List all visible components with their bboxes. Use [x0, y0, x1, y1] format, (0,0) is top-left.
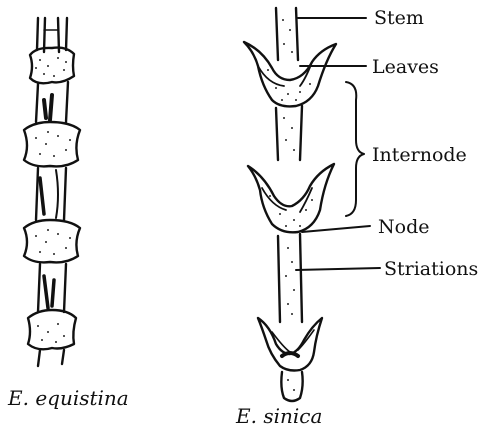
left-node-4 [28, 310, 76, 349]
caption-right: E. sinica [236, 406, 322, 426]
right-basal-sheath [258, 318, 322, 371]
label-internode: Internode [372, 146, 467, 165]
right-leaf-sheath-2 [248, 164, 334, 232]
leader-lines [296, 18, 380, 270]
label-striations: Striations [384, 260, 478, 279]
right-leaf-sheath-1 [244, 42, 336, 106]
caption-left: E. equistina [8, 388, 129, 408]
internode-bracket [346, 82, 364, 216]
right-lower-internode [278, 234, 302, 322]
node-leader [302, 226, 370, 232]
left-specimen [24, 18, 80, 366]
right-stem-top [276, 8, 298, 60]
left-node-1 [30, 48, 74, 84]
right-internode [276, 106, 302, 160]
label-node: Node [378, 218, 429, 237]
left-node-2 [24, 122, 80, 166]
label-leaves: Leaves [372, 58, 439, 77]
label-stem: Stem [374, 9, 424, 28]
left-node-3 [24, 220, 80, 262]
striations-leader [296, 268, 380, 270]
